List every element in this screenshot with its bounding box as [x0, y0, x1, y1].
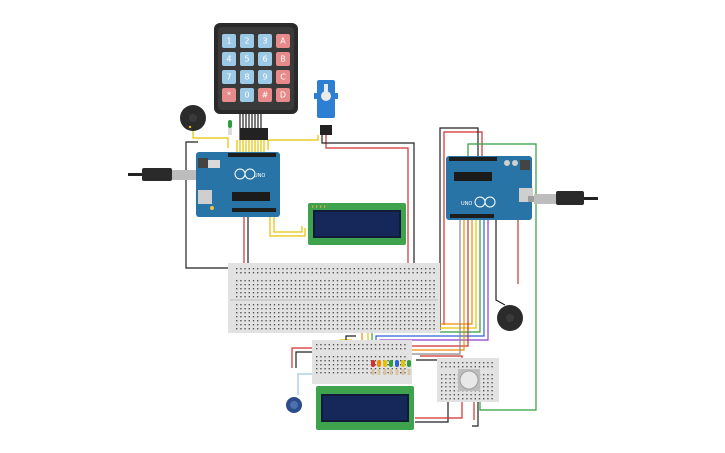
buzzer-right [497, 305, 523, 331]
led-green-small [228, 120, 232, 135]
wire-keypad-ribbon [239, 112, 262, 140]
keypad-key-label: 4 [226, 55, 231, 64]
keypad-key[interactable] [222, 88, 236, 102]
arduino-right: UNO [446, 156, 533, 220]
wire-lcd-top-scl [273, 216, 303, 233]
keypad-key-label: 3 [262, 37, 267, 46]
keypad-key[interactable] [258, 70, 272, 84]
wire-right-black-top [439, 127, 479, 330]
keypad-key[interactable] [222, 34, 236, 48]
breadboard-large-holes [230, 268, 438, 330]
keypad-key-label: D [280, 91, 286, 100]
led-row [371, 360, 411, 375]
led [389, 360, 393, 367]
wire-bb-small-black [415, 398, 449, 423]
led [407, 360, 411, 367]
wire-right-red-top [443, 131, 483, 325]
keypad-key[interactable] [258, 52, 272, 66]
keypad-key-label: B [280, 55, 286, 64]
wire-bb-small-red [415, 396, 463, 419]
usb-cable-right [528, 191, 598, 205]
keypad-key-label: * [227, 91, 231, 100]
keypad-key-label: 5 [244, 55, 249, 64]
keypad-key[interactable] [240, 52, 254, 66]
keypad-key-label: 0 [244, 91, 249, 100]
breadboard-large [228, 263, 440, 333]
potentiometer [286, 397, 302, 413]
led [371, 360, 375, 367]
keypad-key-label: # [262, 91, 269, 100]
keypad-key[interactable] [276, 70, 290, 84]
lcd-bottom [316, 386, 414, 430]
keypad-key[interactable] [258, 88, 272, 102]
keypad-key[interactable] [240, 88, 254, 102]
resistor [383, 369, 387, 375]
keypad-key-label: C [280, 73, 286, 82]
lcd-top [308, 203, 406, 245]
arduino-left: UNO [196, 152, 280, 217]
wire-bb-small-black3 [472, 392, 479, 427]
resistor [377, 369, 381, 375]
keypad-key-label: 9 [262, 73, 267, 82]
keypad-key-label: A [280, 37, 286, 46]
keypad-key-label: 1 [226, 37, 231, 46]
keypad-key-label: 8 [244, 73, 249, 82]
keypad-key[interactable] [258, 34, 272, 48]
breadboard-button [437, 358, 499, 402]
wire-keypad-yellow [236, 140, 265, 155]
resistor [389, 369, 393, 375]
keypad-key[interactable] [240, 34, 254, 48]
keypad: 1 2 3 A 4 5 6 B 7 8 9 C * 0 # D [214, 23, 298, 140]
keypad-key[interactable] [276, 34, 290, 48]
arduino-right-label: UNO [461, 201, 472, 207]
wire-right-green [467, 143, 537, 411]
resistor [401, 369, 405, 375]
wire-servo-yellow [267, 135, 319, 150]
keypad-key-label: 7 [226, 73, 231, 82]
wire-servo-black [321, 135, 415, 325]
breadboard-small-leds [312, 340, 412, 384]
keypad-keys: 1 2 3 A 4 5 6 B 7 8 9 C * 0 # D [222, 34, 290, 102]
wire-lcd-top-sda [269, 216, 306, 237]
keypad-key[interactable] [222, 52, 236, 66]
wire-left-gnd [185, 141, 247, 269]
keypad-key[interactable] [276, 52, 290, 66]
keypad-key-label: 6 [262, 55, 267, 64]
wire-buzzer-left [192, 128, 229, 148]
led [401, 360, 405, 367]
keypad-key[interactable] [240, 70, 254, 84]
servo-motor [314, 80, 338, 135]
arduino-left-label: UNO [254, 173, 265, 179]
led [383, 360, 387, 367]
resistor [395, 369, 399, 375]
led [395, 360, 399, 367]
buzzer-left [180, 105, 206, 131]
keypad-key[interactable] [276, 88, 290, 102]
resistor [407, 369, 411, 375]
led [377, 360, 381, 367]
keypad-connector [240, 128, 268, 140]
keypad-key[interactable] [222, 70, 236, 84]
usb-cable-left [128, 168, 202, 181]
wire-servo-red [325, 135, 409, 270]
keypad-key-label: 2 [244, 37, 249, 46]
wire-right-black-buzzer [495, 218, 506, 306]
resistor [371, 369, 375, 375]
